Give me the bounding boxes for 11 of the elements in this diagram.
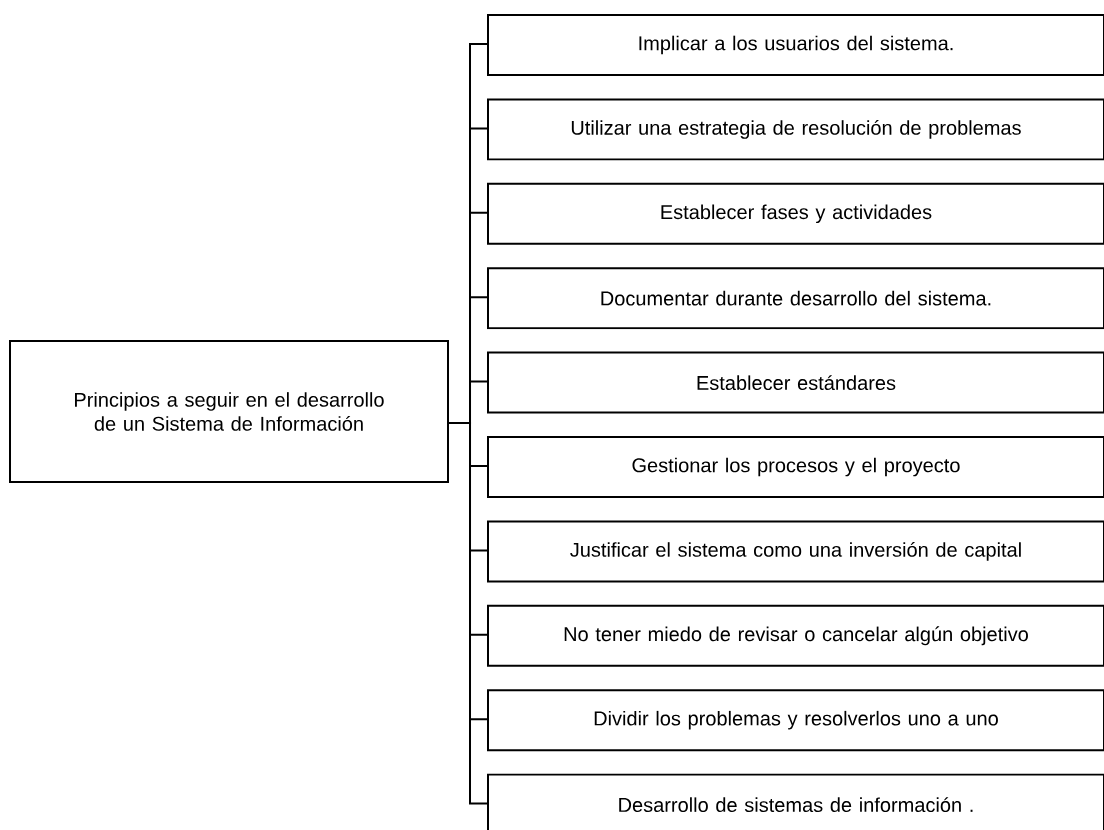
- principle-box: Dividir los problemas y resolverlos uno a uno: [487, 689, 1104, 752]
- principle-box: Justificar el sistema como una inversión de capital: [487, 520, 1104, 583]
- principle-box: Establecer fases y actividades: [487, 182, 1104, 245]
- principle-box: No tener miedo de revisar o cancelar algún objetivo: [487, 604, 1104, 667]
- principle-box: Implicar a los usuarios del sistema.: [487, 14, 1104, 76]
- principle-box: Gestionar los procesos y el proyecto: [487, 436, 1104, 498]
- topic-box: Principios a seguir en el desarrollo de un Sistema de Información: [9, 340, 449, 483]
- principle-box: Establecer estándares: [487, 351, 1104, 414]
- principle-box: Utilizar una estrategia de resolución de problemas: [487, 98, 1104, 161]
- principle-box: Documentar durante desarrollo del sistema.: [487, 267, 1104, 330]
- principle-box: Desarrollo de sistemas de información .: [487, 773, 1104, 830]
